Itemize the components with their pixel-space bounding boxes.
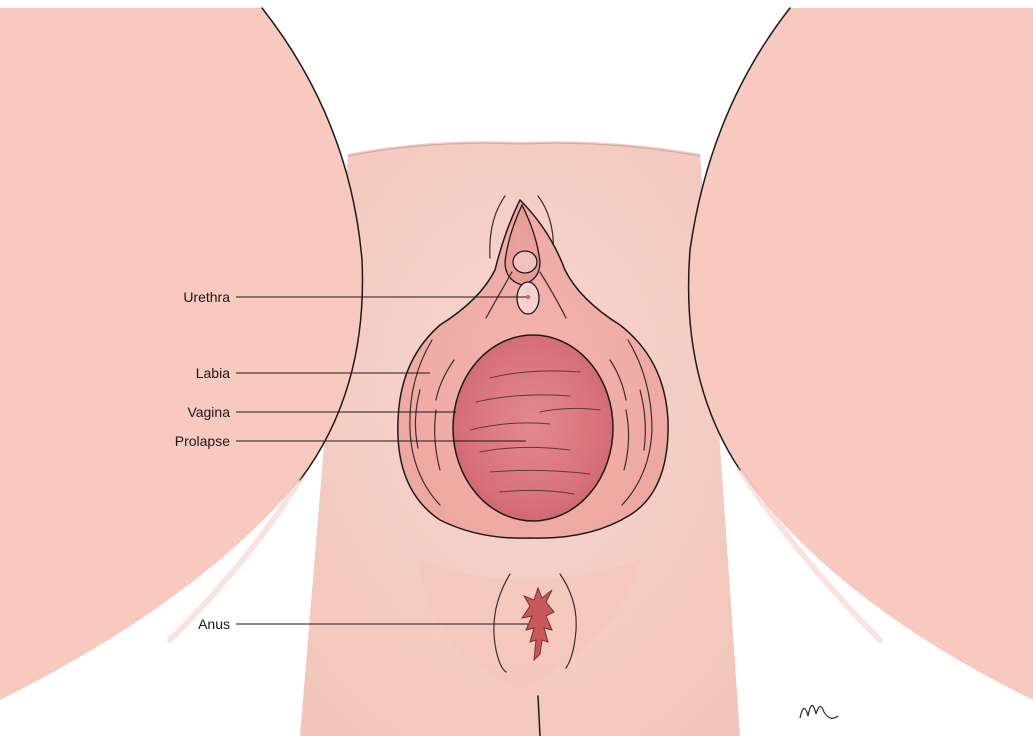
vagina-label: Vagina	[187, 404, 230, 420]
prolapse-label: Prolapse	[175, 433, 230, 449]
urethra-label: Urethra	[183, 289, 230, 305]
anus-label: Anus	[198, 616, 230, 632]
labia-label: Labia	[196, 365, 230, 381]
urethra-dot	[526, 295, 530, 299]
clitoris	[513, 251, 537, 273]
